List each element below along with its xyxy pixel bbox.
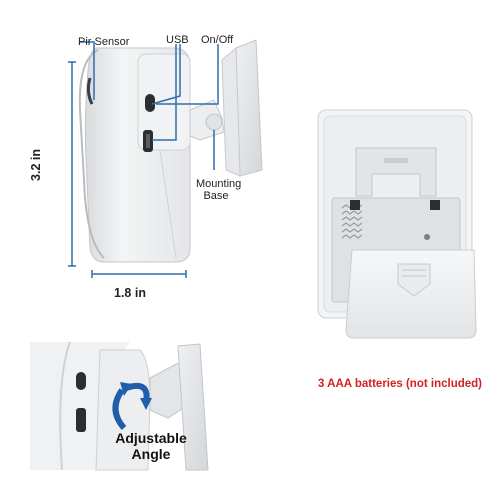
usb-label: USB (166, 34, 189, 46)
height-dimension-label: 3.2 in (28, 149, 43, 181)
mounting-base-label: Mounting Base (196, 178, 242, 202)
width-dimension-label: 1.8 in (114, 286, 146, 300)
mounting-base-line1: Mounting (196, 178, 242, 190)
adjustable-angle-line1: Adjustable (115, 430, 187, 446)
battery-compartment-view (317, 109, 477, 339)
adjustable-angle-label: Adjustable Angle (104, 430, 198, 462)
pir-sensor-label: Pir Sensor (78, 36, 130, 48)
adjustable-angle-line2: Angle (131, 446, 171, 462)
adjustable-angle-detail (30, 341, 209, 471)
mounting-base-line2: Base (203, 190, 229, 202)
battery-note: 3 AAA batteries (not included) (318, 378, 482, 390)
sensor-side-view (68, 39, 263, 278)
on-off-label: On/Off (201, 34, 234, 46)
